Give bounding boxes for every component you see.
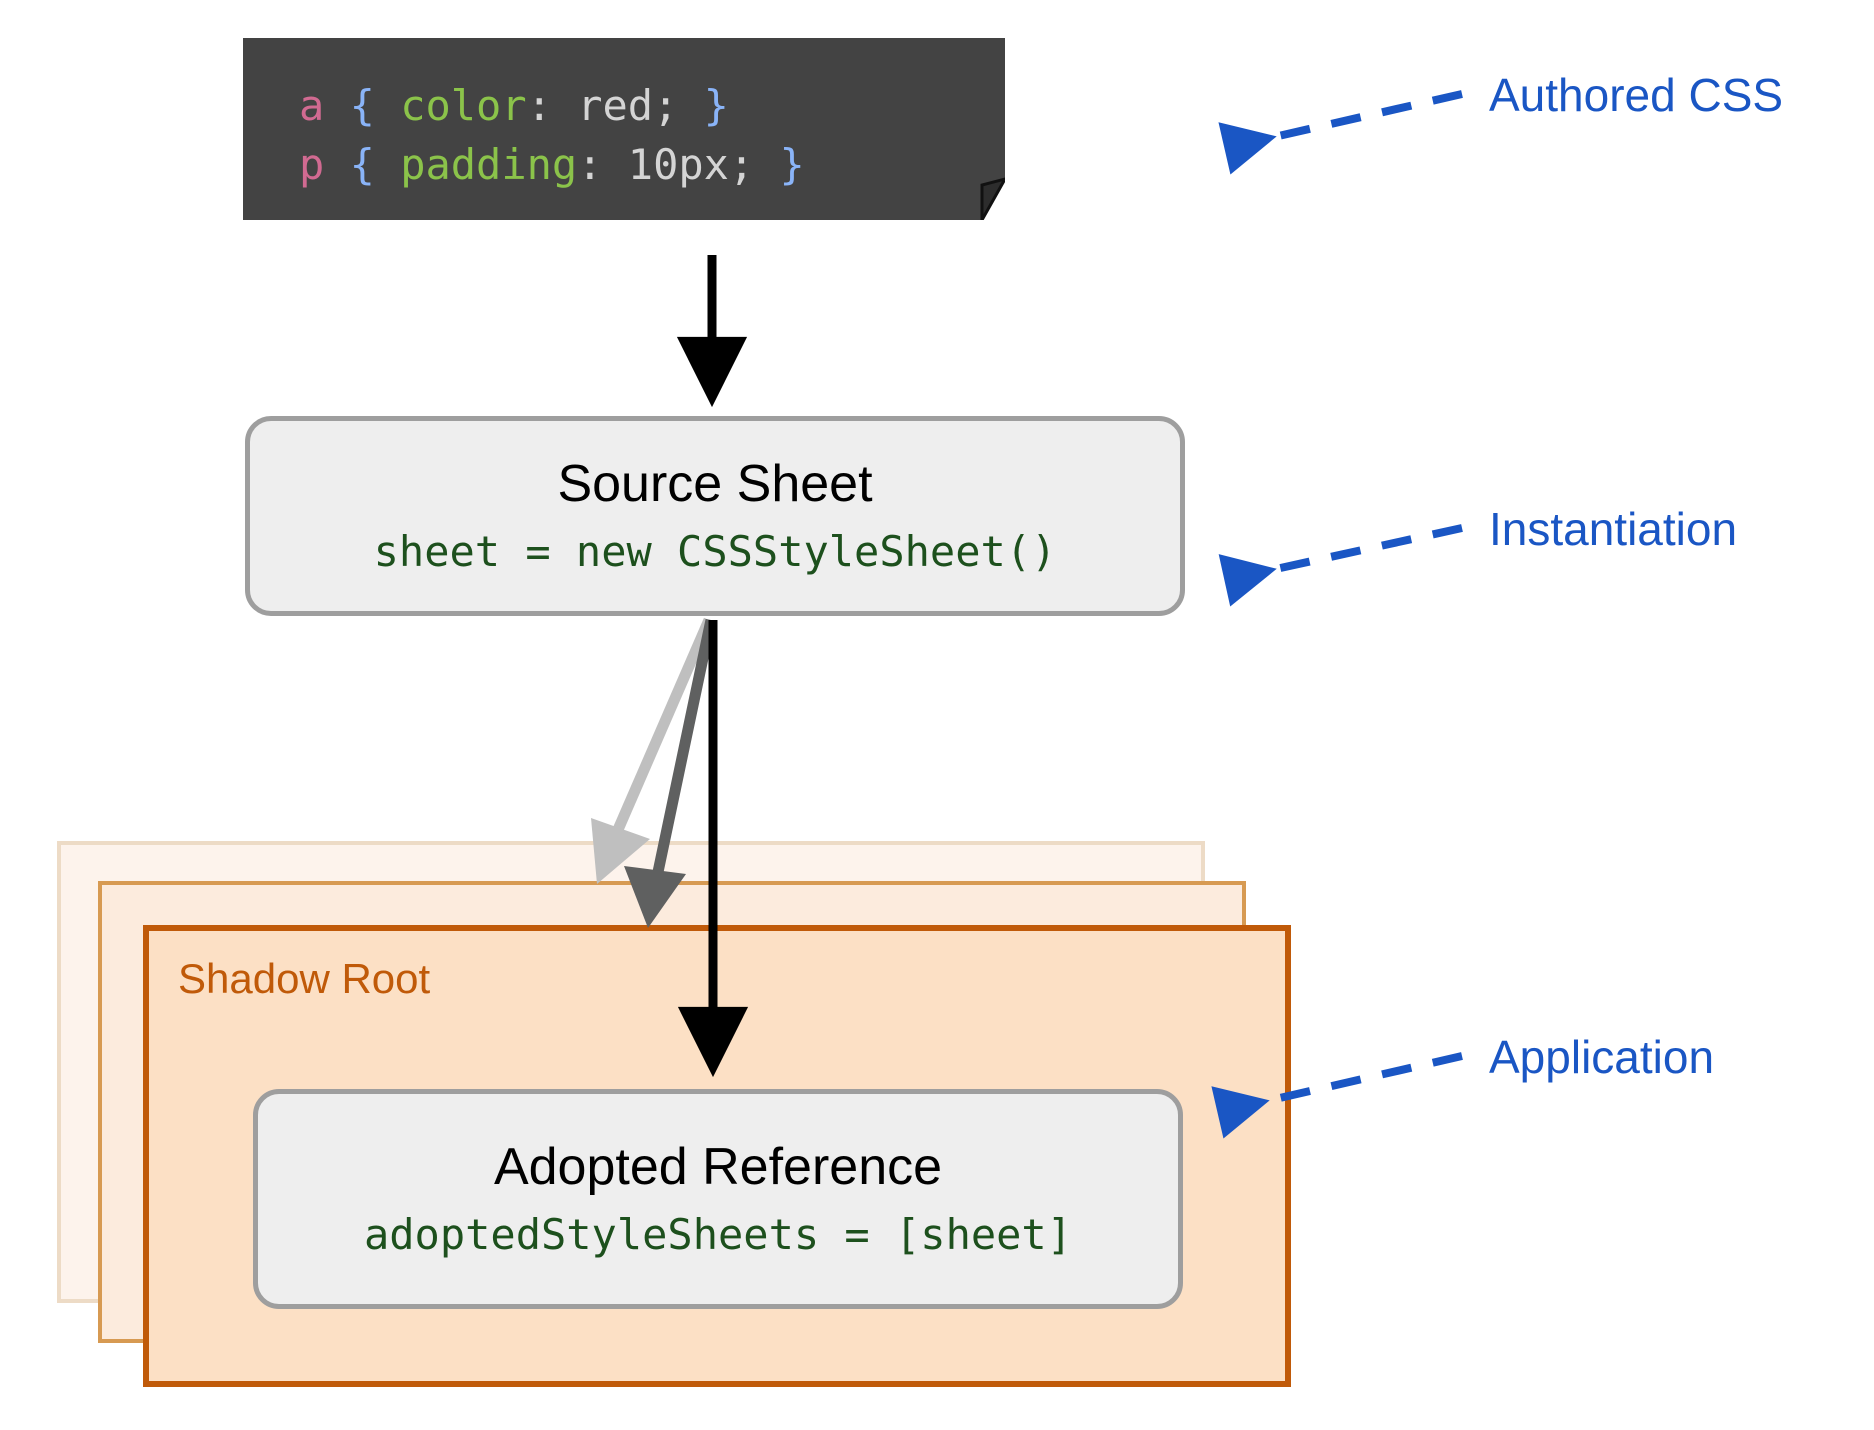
- leader-authored-css: [1218, 90, 1463, 175]
- annotation-instantiation: Instantiation: [1489, 503, 1738, 555]
- code-open-brace: {: [349, 140, 375, 189]
- adopted-reference-code: adoptedStyleSheets = [sheet]: [363, 1209, 1072, 1259]
- code-close-brace: }: [779, 140, 805, 189]
- code-line-2: p { padding: 10px; }: [299, 135, 949, 194]
- code-property: color: [400, 81, 527, 130]
- code-open-brace: {: [349, 81, 375, 130]
- code-value: red;: [577, 81, 679, 130]
- folded-corner-icon: [943, 38, 1005, 220]
- code-colon: :: [577, 140, 628, 189]
- code-colon: :: [526, 81, 578, 130]
- source-sheet-code: sheet = new CSSStyleSheet(): [373, 526, 1057, 576]
- authored-css-code-block: a { color: red; } p { padding: 10px; }: [243, 38, 949, 220]
- code-line-1: a { color: red; }: [299, 76, 949, 135]
- code-property: padding: [400, 140, 578, 189]
- shadow-root-label: Shadow Root: [178, 955, 431, 1002]
- adopted-reference-title: Adopted Reference: [493, 1137, 943, 1196]
- code-close-brace: }: [703, 81, 729, 130]
- source-sheet-title: Source Sheet: [557, 454, 873, 513]
- leader-instantiation: [1218, 524, 1463, 607]
- code-selector: a: [299, 81, 325, 130]
- source-sheet-node[interactable]: Source Sheet sheet = new CSSStyleSheet(): [245, 416, 1185, 616]
- code-selector: p: [299, 140, 325, 189]
- adopted-reference-node[interactable]: Adopted Reference adoptedStyleSheets = […: [253, 1089, 1183, 1309]
- annotation-application: Application: [1489, 1031, 1715, 1083]
- annotation-authored-css: Authored CSS: [1489, 69, 1784, 121]
- code-value: 10px;: [627, 140, 755, 189]
